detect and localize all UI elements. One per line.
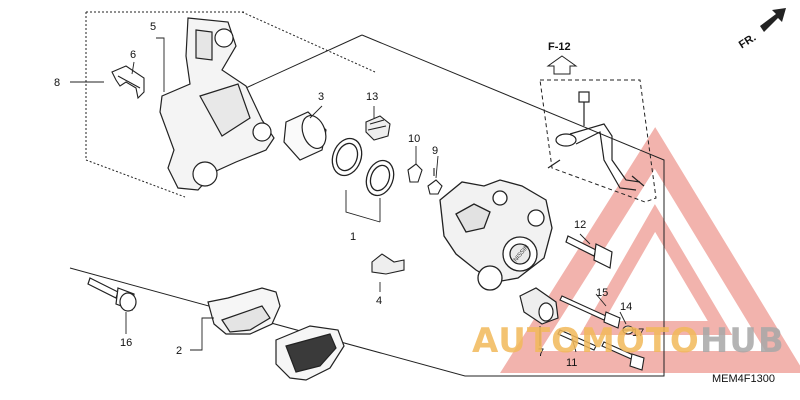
hose-reference: F-12 (546, 41, 578, 75)
watermark-word-moto: MOTO (581, 321, 700, 361)
part-label-8: 8 (54, 77, 60, 89)
part-label-9: 9 (432, 145, 438, 157)
drawing-code: MEM4F1300 (712, 373, 775, 385)
part-label-1: 1 (350, 231, 356, 243)
leader-lines (70, 37, 632, 353)
watermark-text: AUTOMOTOHUB (472, 321, 785, 361)
pad-pin (557, 329, 645, 371)
seal-set (331, 137, 395, 197)
forward-direction-marker: FR. (737, 8, 786, 51)
bleeder-valve (427, 168, 443, 195)
caliper-bolt (565, 235, 613, 269)
slide-pin-boot (519, 287, 559, 325)
piston-seal (331, 137, 363, 177)
reference-label: F-12 (548, 41, 571, 53)
direction-label: FR. (737, 32, 758, 52)
hose-reference-frame (539, 79, 657, 203)
part-label-10: 10 (408, 133, 420, 145)
part-number-labels: 8 5 6 3 13 10 9 1 4 12 15 14 17 7 11 16 … (54, 21, 644, 369)
pin-boot (365, 115, 391, 141)
bracket-clip (111, 65, 145, 100)
part-label-11: 11 (566, 357, 577, 369)
slide-pin-bolt (559, 295, 621, 329)
svg-text:AUTOMOTOHUB: AUTOMOTOHUB (472, 321, 785, 361)
brake-hose (547, 91, 645, 191)
bracket-group-frame (85, 11, 376, 198)
watermark-logo (500, 127, 800, 373)
part-label-2: 2 (176, 345, 182, 357)
caliper-body: NISSIN (439, 179, 553, 291)
forward-arrow-icon (760, 8, 786, 32)
bleeder-cap (407, 163, 423, 183)
part-label-17: 17 (632, 327, 644, 339)
part-label-7: 7 (538, 347, 544, 359)
part-label-13: 13 (366, 91, 378, 103)
part-label-15: 15 (596, 287, 608, 299)
caliper-bracket (159, 17, 275, 191)
watermark-word-hub: HUB (700, 321, 785, 361)
up-arrow-icon (546, 55, 578, 75)
pad-spring (371, 253, 405, 275)
bracket-bolt (87, 277, 137, 312)
part-label-12: 12 (574, 219, 586, 231)
part-label-5: 5 (150, 21, 156, 33)
piston (283, 111, 327, 161)
watermark-triangle-inner (579, 204, 733, 335)
part-label-14: 14 (620, 301, 632, 313)
watermark-triangle-outer (500, 127, 800, 373)
watermark-word-auto: AUTO (472, 321, 581, 361)
part-label-6: 6 (130, 49, 136, 61)
brake-pad-set (207, 287, 345, 381)
dust-seal (365, 159, 395, 197)
part-label-4: 4 (376, 295, 382, 307)
part-label-16: 16 (120, 337, 132, 349)
part-label-3: 3 (318, 91, 324, 103)
